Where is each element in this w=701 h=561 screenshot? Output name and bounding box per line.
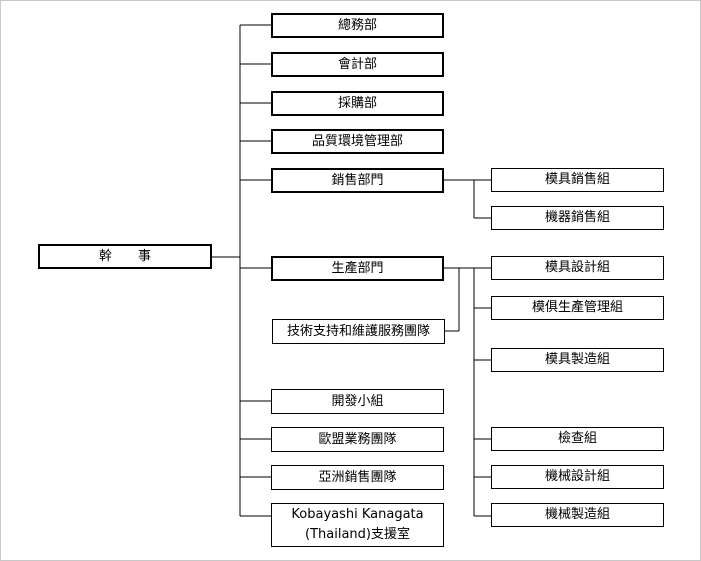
group-label: 機械設計組 [544, 469, 610, 484]
group-machine-manufacturing: 機械製造組 [491, 503, 664, 527]
team-development: 開發小組 [271, 389, 444, 414]
dept-label: 總務部 [337, 17, 377, 33]
dept-label: 品質環境管理部 [311, 133, 403, 149]
dept-sales: 銷售部門 [271, 168, 444, 193]
dept-general-affairs: 總務部 [271, 13, 444, 38]
group-label: 檢查組 [557, 431, 597, 446]
group-label: 模具設計組 [544, 260, 610, 275]
dept-accounting: 會計部 [271, 52, 444, 77]
group-machine-sales: 機器銷售組 [491, 206, 664, 230]
dept-label: 會計部 [337, 56, 377, 72]
team-label-line1: Kobayashi Kanagata [291, 507, 424, 522]
group-label: 模具製造組 [544, 352, 610, 367]
group-label: 模俱生產管理組 [531, 300, 623, 315]
group-mold-production-management: 模俱生產管理組 [491, 296, 664, 320]
team-label: 技術支持和維護服務團隊 [286, 323, 430, 339]
team-thailand-support: Kobayashi Kanagata (Thailand)支援室 [271, 503, 444, 547]
group-mold-design: 模具設計組 [491, 256, 664, 280]
dept-production: 生產部門 [271, 256, 444, 281]
group-label: 模具銷售組 [544, 172, 610, 187]
group-label: 機器銷售組 [544, 210, 610, 225]
dept-label: 採購部 [337, 95, 377, 111]
team-label: 開發小組 [331, 393, 384, 409]
team-label-line2: (Thailand)支援室 [305, 527, 410, 542]
group-mold-sales: 模具銷售組 [491, 168, 664, 192]
team-label: 歐盟業務團隊 [318, 431, 397, 447]
dept-label: 生產部門 [331, 260, 384, 276]
group-machine-design: 機械設計組 [491, 465, 664, 489]
dept-purchasing: 採購部 [271, 91, 444, 116]
group-mold-manufacturing: 模具製造組 [491, 348, 664, 372]
group-inspection: 檢查組 [491, 427, 664, 451]
team-europe: 歐盟業務團隊 [271, 427, 444, 452]
dept-quality-environment: 品質環境管理部 [271, 129, 444, 154]
group-label: 機械製造組 [544, 507, 610, 522]
team-asia-sales: 亞洲銷售團隊 [271, 465, 444, 490]
root-label: 幹事 [98, 248, 177, 264]
team-label: 亞洲銷售團隊 [318, 469, 397, 485]
team-tech-support: 技術支持和維護服務團隊 [272, 319, 445, 344]
root-box-director: 幹事 [38, 244, 212, 269]
dept-label: 銷售部門 [331, 172, 384, 188]
